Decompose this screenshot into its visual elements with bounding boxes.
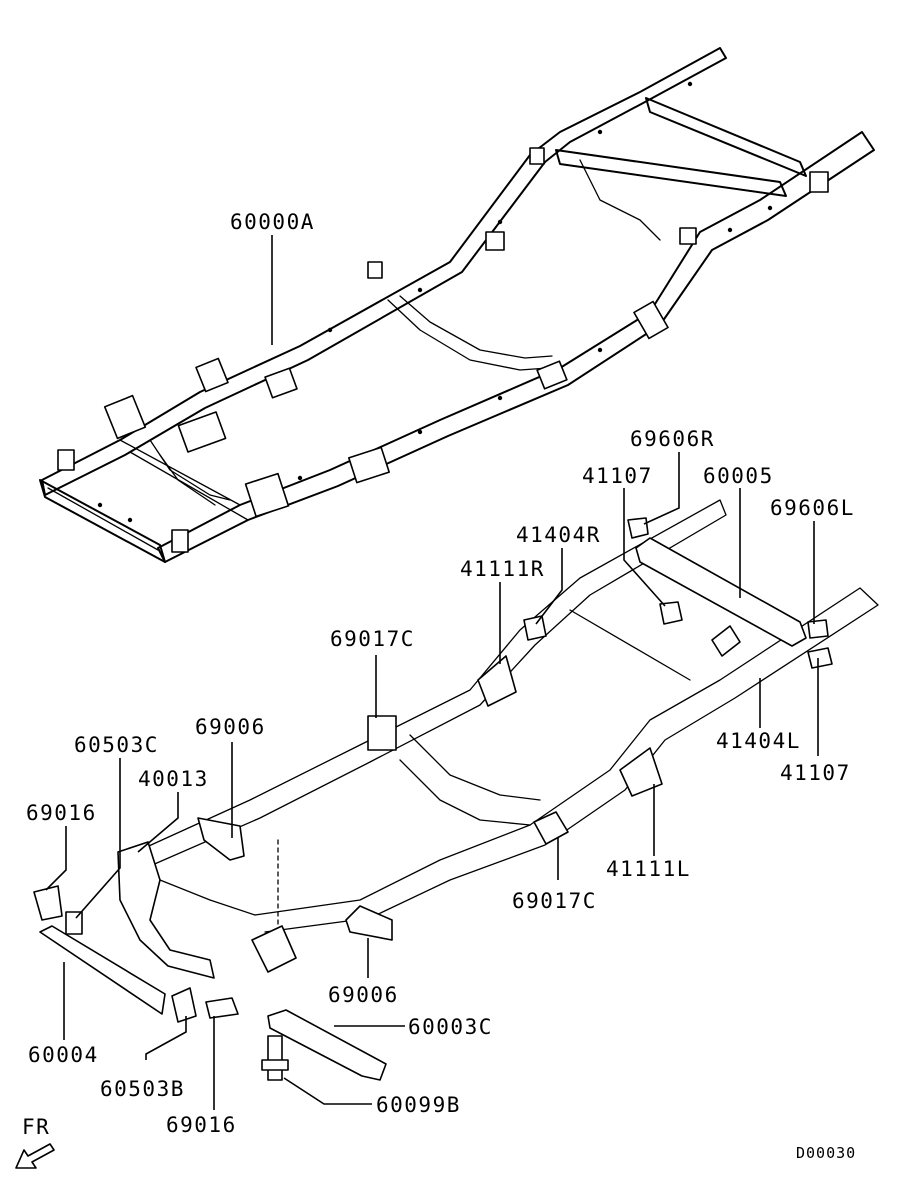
- part-labels: 60000A 69606R 41107 60005 69606L 41404R …: [22, 210, 856, 1162]
- label-69606L: 69606L: [770, 496, 855, 520]
- label-69016-left: 69016: [26, 801, 97, 825]
- label-40013: 40013: [138, 767, 209, 791]
- leader-lines: [45, 235, 819, 1110]
- label-60503C: 60503C: [74, 733, 159, 757]
- label-69006-lower: 69006: [328, 983, 399, 1007]
- exploded-parts: [33, 517, 833, 1081]
- front-direction-arrow: [15, 1143, 55, 1169]
- frame-assembly-drawing: [39, 47, 875, 563]
- label-60503B: 60503B: [100, 1077, 185, 1101]
- label-41107-r: 41107: [582, 464, 653, 488]
- label-69017C-upper: 69017C: [330, 627, 415, 651]
- label-60004: 60004: [28, 1043, 99, 1067]
- label-60000A: 60000A: [230, 210, 315, 234]
- label-41404L: 41404L: [716, 729, 801, 753]
- frame-holes: [97, 81, 773, 523]
- label-69016-bottom: 69016: [166, 1113, 237, 1137]
- label-60003C: 60003C: [408, 1015, 493, 1039]
- label-60099B: 60099B: [376, 1093, 461, 1117]
- label-60005: 60005: [703, 464, 774, 488]
- label-41111L: 41111L: [606, 857, 691, 881]
- label-69606R: 69606R: [630, 427, 715, 451]
- label-69017C-lower: 69017C: [512, 889, 597, 913]
- diagram-code: D00030: [796, 1144, 856, 1162]
- label-41111R: 41111R: [460, 557, 545, 581]
- label-fr: FR: [22, 1115, 50, 1139]
- label-69006-upper: 69006: [195, 715, 266, 739]
- label-41107-l: 41107: [780, 761, 851, 785]
- label-41404R: 41404R: [516, 523, 601, 547]
